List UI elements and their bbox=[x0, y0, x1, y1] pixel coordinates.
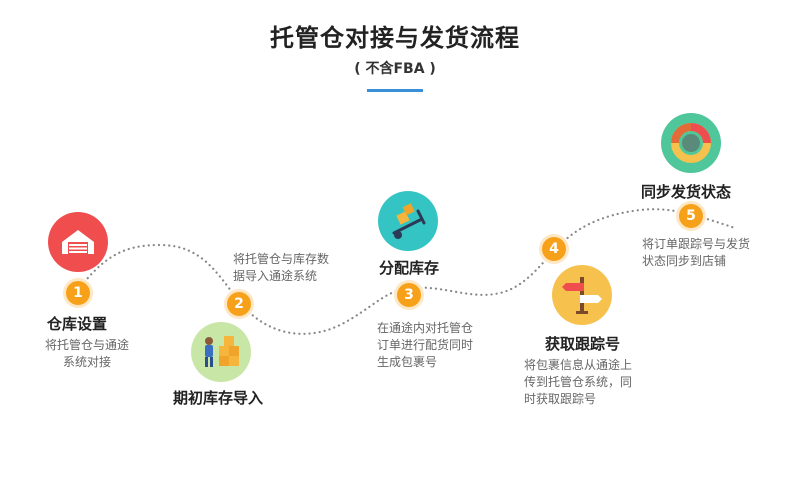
page-title: 托管仓对接与发货流程 bbox=[270, 24, 520, 52]
step-5-title: 同步发货状态 bbox=[641, 183, 732, 201]
step-1-badge: 1 bbox=[66, 281, 90, 305]
worker-boxes-icon bbox=[191, 322, 251, 386]
step-1-description: 将托管仓与通途 系统对接 bbox=[32, 337, 142, 371]
title-underline bbox=[367, 89, 423, 92]
step-2-desc-line: 将托管仓与库存数 bbox=[233, 252, 330, 266]
step-2-title: 期初库存导入 bbox=[173, 389, 264, 407]
step-4-badge: 4 bbox=[542, 237, 566, 261]
warehouse-icon bbox=[48, 212, 108, 276]
step-3-badge: 3 bbox=[397, 283, 421, 307]
step-5-desc-line: 状态同步到店铺 bbox=[642, 254, 727, 268]
step-1-desc-line: 将托管仓与通途 bbox=[44, 338, 129, 352]
step-5-badge: 5 bbox=[679, 204, 703, 228]
step-4-desc-line: 传到托管仓系统，同 bbox=[524, 375, 633, 389]
step-4-desc-line: 时获取跟踪号 bbox=[524, 392, 597, 406]
step-5-desc-line: 将订单跟踪号与发货 bbox=[642, 237, 751, 251]
step-1-desc-line: 系统对接 bbox=[62, 355, 111, 369]
step-5-description: 将订单跟踪号与发货 状态同步到店铺 bbox=[642, 236, 750, 270]
signpost-icon bbox=[552, 265, 612, 329]
step-3-desc-line: 订单进行配货同时 bbox=[377, 338, 474, 352]
step-2-desc-line: 据导入通途系统 bbox=[233, 269, 318, 283]
step-4-title: 获取跟踪号 bbox=[545, 335, 621, 353]
step-3-title: 分配库存 bbox=[379, 259, 440, 277]
step-4-description: 将包裹信息从通途上 传到托管仓系统，同 时获取跟踪号 bbox=[524, 357, 632, 408]
hand-truck-icon bbox=[378, 191, 438, 255]
donut-chart-icon bbox=[661, 113, 721, 177]
step-3-desc-line: 在通途内对托管仓 bbox=[377, 321, 474, 335]
page-subtitle: ( 不含FBA ) bbox=[354, 61, 436, 77]
step-4-desc-line: 将包裹信息从通途上 bbox=[524, 358, 633, 372]
step-3-desc-line: 生成包裹号 bbox=[377, 355, 438, 369]
step-1-title: 仓库设置 bbox=[47, 315, 108, 333]
step-2-description: 将托管仓与库存数 据导入通途系统 bbox=[233, 251, 329, 285]
step-2-badge: 2 bbox=[227, 292, 251, 316]
step-3-description: 在通途内对托管仓 订单进行配货同时 生成包裹号 bbox=[377, 320, 473, 371]
